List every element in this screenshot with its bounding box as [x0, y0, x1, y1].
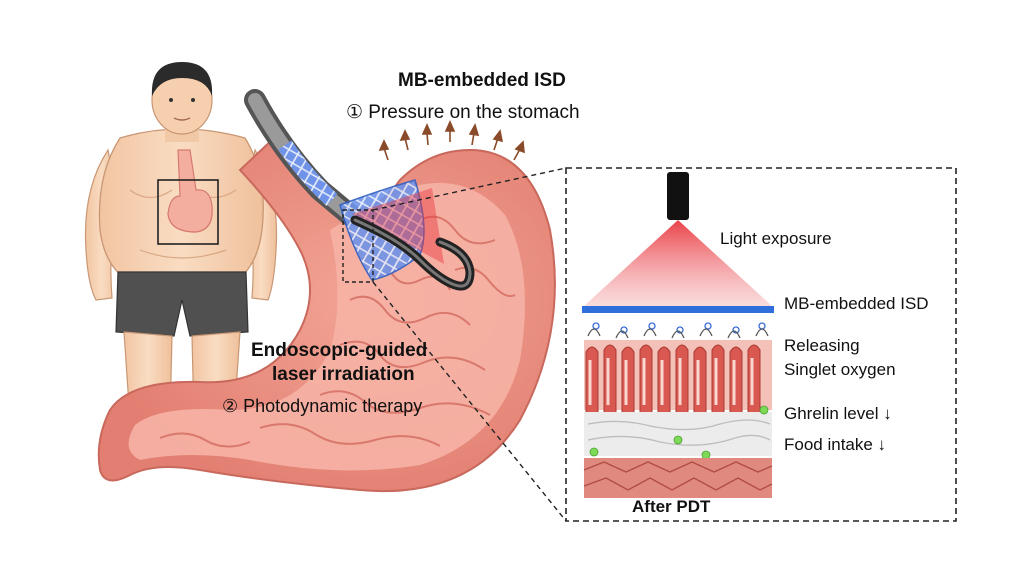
- light-source: [667, 172, 689, 220]
- releasing-label: Releasing: [784, 336, 860, 355]
- ghrelin-dots: [589, 405, 769, 460]
- submucosa-layer: [584, 412, 772, 456]
- stomach-inner-lining: [128, 183, 526, 471]
- stomach-location-box: [157, 179, 219, 245]
- muscle-layer: [583, 458, 773, 498]
- pressure-step-label: ① Pressure on the stomach: [346, 102, 580, 123]
- stomach-illustration: [97, 138, 556, 493]
- singlet-oxygen-label: Singlet oxygen: [784, 360, 896, 379]
- endoscopic-guided-label: Endoscopic-guided: [251, 340, 428, 361]
- villi-layer: [584, 340, 772, 412]
- detail-panel: [565, 167, 957, 522]
- endoscope: [244, 89, 475, 291]
- food-intake-label: Food intake ↓: [784, 435, 887, 454]
- shorts: [115, 271, 249, 337]
- photodynamic-therapy-label: ② Photodynamic therapy: [222, 396, 423, 416]
- mini-stomach: [167, 149, 213, 233]
- zoom-target-box: [342, 209, 374, 283]
- ghrelin-level-label: Ghrelin level ↓: [784, 404, 892, 423]
- singlet-oxygen-marks: [587, 322, 769, 339]
- light-beam: [584, 220, 772, 306]
- mb-isd-layer-label: MB-embedded ISD: [784, 294, 929, 313]
- mb-isd-title: MB-embedded ISD: [398, 70, 566, 91]
- pressure-arrows: [378, 120, 525, 161]
- laser-irradiation-label: laser irradiation: [272, 364, 415, 385]
- isd-layer: [582, 306, 774, 313]
- light-exposure-label: Light exposure: [720, 229, 832, 248]
- after-pdt-label: After PDT: [632, 497, 711, 516]
- hair: [151, 62, 213, 96]
- laser-cone: [352, 188, 444, 264]
